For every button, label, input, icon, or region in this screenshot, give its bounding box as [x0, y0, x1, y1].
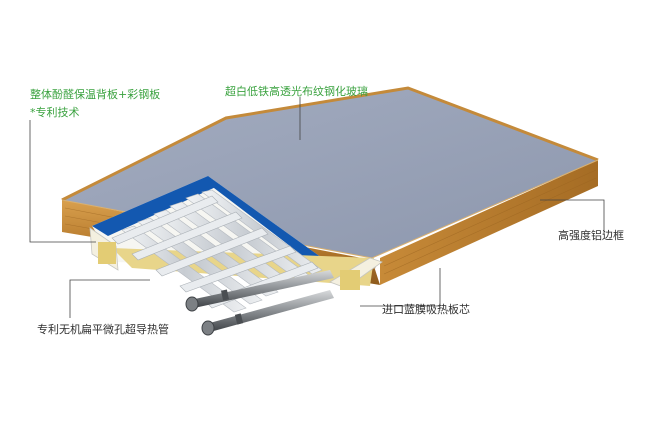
leader-frame [540, 199, 605, 235]
heat-pipe-end [185, 296, 199, 312]
cross-strip [155, 227, 269, 277]
pipe-ring [234, 313, 244, 325]
frame-right-side [380, 160, 598, 285]
label-patent-tech: *专利技术 [30, 106, 80, 119]
blue-film-right [208, 176, 336, 272]
cross-strip [111, 195, 219, 245]
cross-strip [131, 211, 243, 261]
pipe-ring [221, 289, 229, 301]
leader-backplate [29, 120, 96, 243]
label-glass: 超白低铁高透光布纹钢化玻璃 [225, 85, 368, 98]
leader-heat-pipe [69, 279, 150, 318]
label-heat-pipe: 专利无机扁平微孔超导热管 [37, 323, 169, 336]
heat-pipe-end [201, 320, 215, 336]
leader-absorber [360, 268, 441, 307]
label-absorber: 进口蓝膜吸热板芯 [382, 303, 470, 316]
label-frame: 高强度铝边框 [558, 229, 624, 242]
cross-strip [179, 245, 297, 293]
insulation-block-left [98, 242, 116, 264]
heat-pipes [185, 270, 334, 336]
label-backplate: 整体酚醛保温背板+彩钢板 [30, 88, 161, 101]
insulation-block-right [340, 270, 360, 290]
leader-lines [29, 97, 605, 318]
blue-film-back [92, 176, 218, 236]
